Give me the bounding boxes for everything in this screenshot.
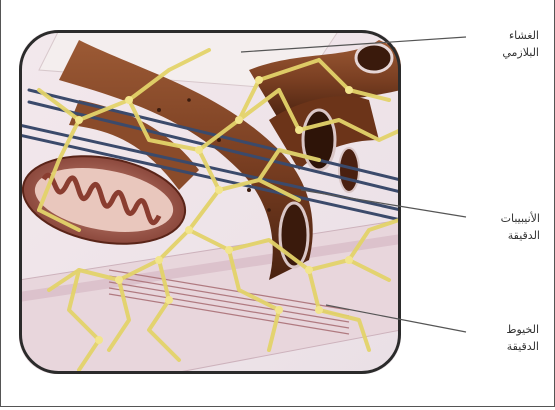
label-microfilaments-line2: الدقيقة (459, 338, 539, 355)
leader-line-microtubules (301, 190, 466, 217)
label-microtubules-line2: الدقيقة (460, 227, 540, 244)
label-plasma-membrane: الغشاء البلازمي (459, 27, 539, 61)
label-plasma-membrane-line1: الغشاء (459, 27, 539, 44)
label-microtubules-line1: الأنيبيبات (460, 210, 540, 227)
leader-line-membrane (241, 37, 466, 52)
label-plasma-membrane-line2: البلازمي (459, 44, 539, 61)
label-microtubules: الأنيبيبات الدقيقة (460, 210, 540, 244)
leader-line-microfilaments (326, 305, 466, 332)
label-microfilaments-line1: الخيوط (459, 321, 539, 338)
label-microfilaments: الخيوط الدقيقة (459, 321, 539, 355)
